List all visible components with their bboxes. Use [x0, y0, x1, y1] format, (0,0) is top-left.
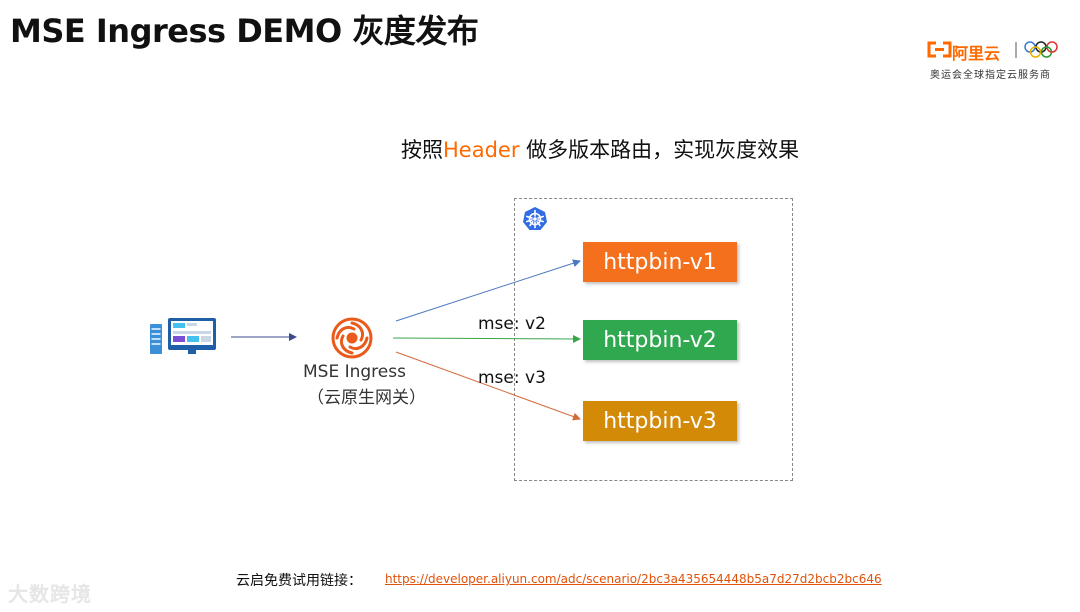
gateway-sublabel: （云原生网关）	[307, 388, 426, 408]
gateway-to-v2-arrow	[392, 334, 581, 343]
alibaba-bracket-icon	[927, 41, 952, 58]
gateway-to-v1-arrow	[395, 259, 581, 322]
trial-link[interactable]: https://developer.aliyun.com/adc/scenari…	[385, 572, 882, 586]
route-label-v2: mse: v2	[478, 314, 546, 334]
subtitle-highlight: Header	[443, 138, 520, 162]
olympic-rings-icon	[1024, 41, 1058, 58]
service-httpbin-v1: httpbin-v1	[583, 242, 737, 282]
page-title: MSE Ingress DEMO 灰度发布	[10, 12, 479, 50]
logo-brand-text: 阿里云	[952, 44, 1001, 63]
diagram-subtitle: 按照Header 做多版本路由，实现灰度效果	[401, 134, 799, 164]
service-httpbin-v2: httpbin-v2	[583, 320, 737, 360]
watermark: 大数跨境	[8, 582, 92, 606]
route-label-v3: mse: v3	[478, 368, 546, 388]
desktop-server-icon	[150, 318, 216, 354]
service-httpbin-v3: httpbin-v3	[583, 401, 737, 441]
gateway-name: MSE Ingress	[303, 362, 406, 382]
trial-link-label: 云启免费试用链接：	[236, 573, 362, 589]
kubernetes-icon	[523, 207, 547, 230]
alibaba-cloud-olympic-logo	[927, 41, 1058, 58]
kubernetes-cluster-boundary	[514, 198, 793, 481]
gateway-to-v3-arrow	[395, 351, 581, 421]
subtitle-suffix: 做多版本路由，实现灰度效果	[519, 138, 800, 162]
subtitle-prefix: 按照	[401, 138, 443, 162]
mse-swirl-icon	[331, 317, 373, 359]
logo-tagline: 奥运会全球指定云服务商	[930, 70, 1051, 81]
